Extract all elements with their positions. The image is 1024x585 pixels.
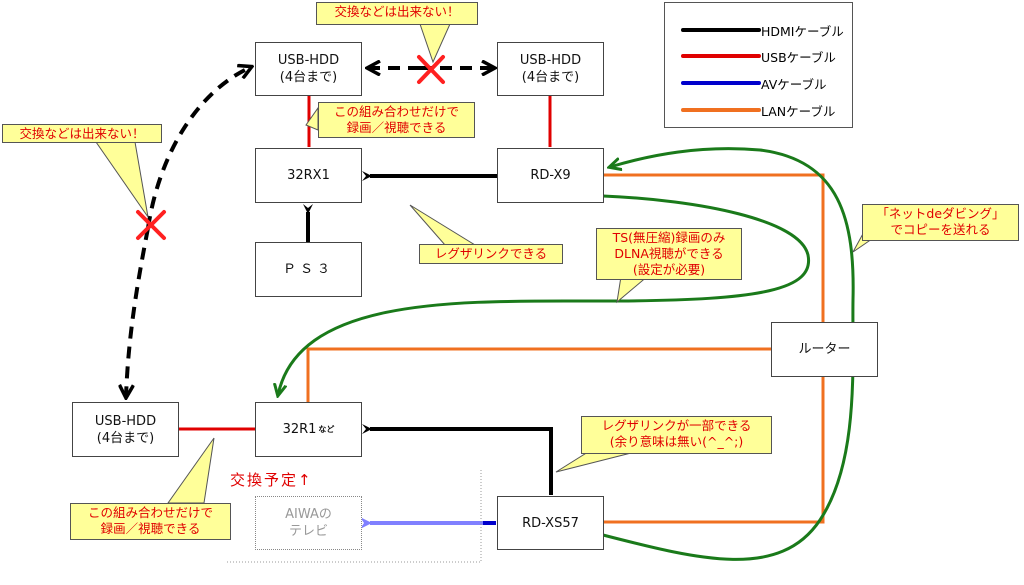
callout-text-line2: (余り意味は無い(^_^;) [609,434,744,449]
device-label: RD-XS57 [522,515,579,531]
lan-cable-router-rdxs57 [603,376,825,524]
callout-combo-bottom: この組み合わせだけで 録画／視聴できる [70,503,231,540]
legend: HDMIケーブル USBケーブル AVケーブル LANケーブル [664,2,853,128]
lan-cable-rdx9-router [602,173,825,323]
device-label: USB-HDD [94,413,157,429]
device-aiwa-tv: AIWAの テレビ [255,496,362,550]
device-label: AIWAの [285,507,332,522]
device-usb-hdd-right: USB-HDD (4台まで) [497,42,604,96]
device-label: ルーター [798,342,851,357]
device-sublabel: (4台まで) [521,70,580,85]
device-usb-hdd-left: USB-HDD (4台まで) [255,42,362,96]
hdd-exchange-arrow-curve [146,67,251,229]
flow-rdx9-to-32r1 [278,194,811,395]
callout-text-line1: TS(無圧縮)録画のみ [612,230,726,245]
legend-label-usb: USBケーブル [761,49,836,65]
hdmi-cable-rdxs57-32r1 [362,424,553,495]
device-32r1: 32R1 など [255,402,362,457]
callout-text-line3: (設定が必要) [632,262,706,277]
replacement-area-border [225,470,482,563]
device-usb-hdd-bottom: USB-HDD (4台まで) [72,402,179,457]
legend-swatch-hdmi [681,28,761,32]
callout-text: 交換などは出来ない！ [19,126,145,141]
legend-label-av: AVケーブル [761,76,827,92]
hdd-exchange-arrow-curve-down [126,227,150,397]
callout-ts-dlna: TS(無圧縮)録画のみ DLNA視聴ができる (設定が必要) [596,228,742,280]
callout-pointer-no-exchange-top [419,23,451,64]
device-label: ＰＳ３ [282,262,334,277]
callout-text-line2: DLNA視聴ができる [614,246,724,261]
legend-swatch-usb [681,54,761,58]
cross-mark-left [136,210,166,240]
callout-text-line1: 「ネットdeダビング」 [876,206,1005,221]
callout-text-line2: 録画／視聴できる [346,120,447,135]
callout-text-line1: レグザリンクが一部できる [601,418,752,433]
legend-label-lan: LANケーブル [761,103,836,119]
device-32rx1: 32RX1 [255,148,362,203]
callout-pointer-no-exchange-left [95,141,149,218]
callout-regza-link: レグザリンクできる [419,244,563,264]
device-suffix: など [318,425,335,434]
callout-no-exchange-left: 交換などは出来ない！ [2,124,162,143]
device-ps3: ＰＳ３ [255,242,362,297]
legend-swatch-lan [681,108,761,112]
callout-pointer-regza [409,204,477,246]
device-label: USB-HDD [519,53,582,68]
device-router: ルーター [771,322,878,377]
legend-item-usb: USBケーブル [681,46,836,66]
callout-text-line1: この組み合わせだけで [87,505,213,520]
device-label: RD-X9 [530,168,571,183]
device-label: 32RX1 [287,168,330,183]
device-label: USB-HDD [277,53,340,68]
legend-item-lan: LANケーブル [681,100,835,120]
legend-swatch-av [681,81,761,85]
device-sublabel: テレビ [288,524,328,539]
callout-text: 交換などは出来ない！ [334,4,460,19]
callout-text-line2: 録画／視聴できる [100,521,201,536]
device-sublabel: (4台まで) [96,430,155,446]
cross-mark-top [417,55,445,84]
device-rd-xs57: RD-XS57 [497,496,604,550]
legend-item-av: AVケーブル [681,73,827,93]
callout-no-exchange-top: 交換などは出来ない！ [316,2,478,25]
callout-text-line1: この組み合わせだけで [333,104,459,119]
callout-regza-partial: レグザリンクが一部できる (余り意味は無い(^_^;) [581,416,772,454]
legend-label-hdmi: HDMIケーブル [761,23,844,39]
callout-pointer-regza-partial [555,451,636,473]
callout-net-dubbing: 「ネットdeダビング」 でコピーを送れる [862,204,1019,241]
device-rd-x9: RD-X9 [497,148,604,203]
replace-planned-note: 交換予定↑ [230,471,313,489]
flow-rdxs57-to-rdx9 [602,147,855,561]
device-label: 32R1 [282,422,317,437]
legend-item-hdmi: HDMIケーブル [681,20,844,40]
callout-text: レグザリンクできる [434,246,548,261]
lan-cable-router-32r1 [306,347,772,402]
device-sublabel: (4台まで) [279,70,338,85]
callout-text-line2: でコピーを送れる [890,222,991,237]
callout-combo-top: この組み合わせだけで 録画／視聴できる [318,102,475,138]
